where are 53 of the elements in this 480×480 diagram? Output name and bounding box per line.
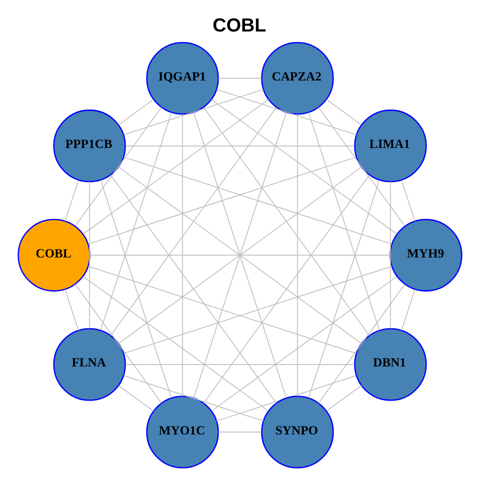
- connector: [118, 166, 362, 344]
- node-circle: MYO1C: [146, 395, 219, 468]
- node-circle: FLNA: [53, 328, 126, 400]
- connector: [123, 88, 264, 135]
- connector: [318, 284, 406, 404]
- connector: [390, 180, 391, 328]
- connector: [401, 179, 416, 222]
- connector: [64, 179, 79, 222]
- node-circle: IQGAP1: [146, 42, 219, 114]
- connector: [123, 265, 392, 354]
- connector: [89, 180, 90, 328]
- connector: [326, 98, 362, 125]
- connector: [182, 113, 183, 396]
- connector: [100, 112, 172, 330]
- connector: [308, 179, 380, 398]
- node-circle: CAPZA2: [261, 42, 334, 114]
- connector: [118, 384, 154, 411]
- connector: [326, 384, 362, 411]
- node-circle: MYH9: [390, 218, 462, 292]
- connector: [74, 283, 162, 403]
- connector: [203, 174, 370, 403]
- connector: [125, 145, 355, 146]
- connector: [82, 276, 269, 411]
- connector: [123, 374, 264, 421]
- node-circle: PPP1CB: [53, 109, 126, 182]
- connector: [118, 98, 154, 125]
- connector: [297, 113, 298, 396]
- connector: [110, 174, 277, 403]
- connector: [218, 77, 262, 78]
- connector: [308, 112, 380, 330]
- connector: [88, 265, 357, 354]
- connector: [110, 106, 277, 336]
- connector: [211, 276, 398, 411]
- node-circle: COBL: [18, 218, 90, 292]
- connector: [216, 374, 357, 421]
- connector: [203, 106, 370, 336]
- connector: [100, 179, 172, 398]
- node-circle: DBN1: [354, 328, 427, 400]
- connector: [123, 156, 392, 244]
- connector: [401, 288, 416, 330]
- diagram-title: COBL: [212, 14, 266, 36]
- connector: [193, 112, 287, 398]
- connector: [64, 288, 79, 330]
- connector: [89, 254, 390, 256]
- node-circle: LIMA1: [354, 109, 427, 182]
- connector: [218, 431, 262, 432]
- connector: [211, 98, 398, 234]
- node-circle: SYNPO: [261, 395, 334, 468]
- connector: [88, 156, 357, 244]
- connector: [74, 106, 162, 226]
- connector: [82, 98, 269, 234]
- connector: [216, 88, 357, 135]
- connector: [318, 106, 406, 226]
